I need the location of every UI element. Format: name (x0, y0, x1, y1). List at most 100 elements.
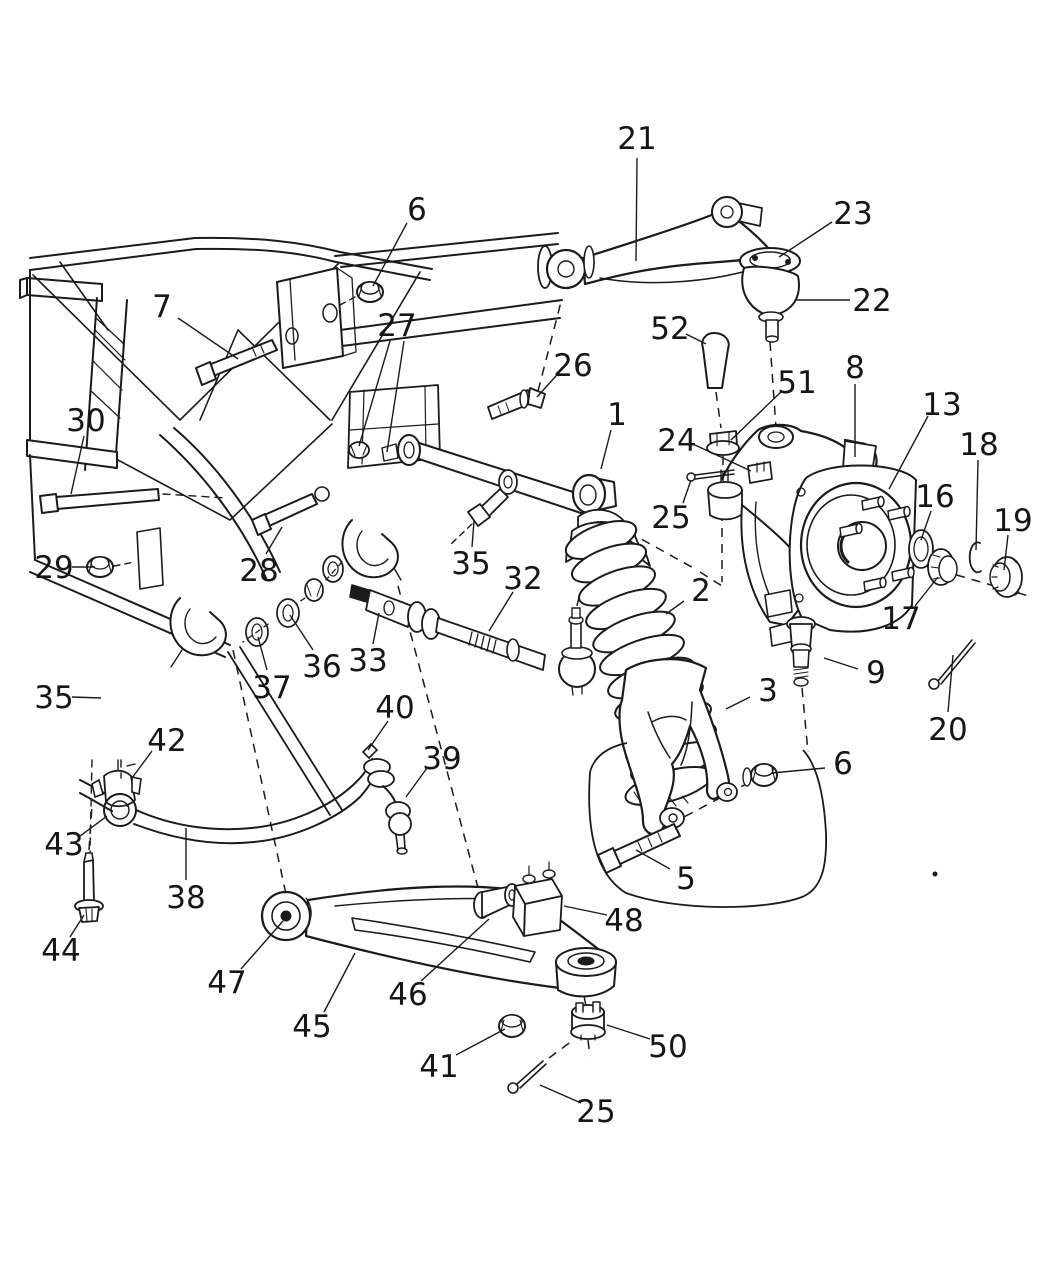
leader-line-47 (240, 920, 284, 970)
tie-rod-end-assembly (349, 584, 596, 696)
leader-line-28 (265, 526, 283, 555)
leader-line-33 (372, 612, 380, 645)
leader-line-24 (694, 444, 752, 472)
hub-13 (788, 464, 917, 633)
callout-21: 21 (617, 121, 656, 157)
callout-3: 3 (758, 673, 778, 709)
bolt-44 (74, 852, 104, 923)
callout-26: 26 (553, 348, 592, 384)
ball-joint-23 (739, 247, 801, 343)
leader-line-36 (289, 614, 314, 651)
callout-8: 8 (845, 350, 865, 386)
callout-13: 13 (922, 387, 961, 423)
callout-51: 51 (777, 365, 816, 401)
callout-48: 48 (604, 903, 643, 939)
callout-37: 37 (252, 670, 291, 706)
leader-line-52 (685, 333, 707, 345)
leader-line-25 (539, 1084, 582, 1104)
leader-line-27 (386, 340, 405, 453)
sway-bar-bushing-43 (103, 793, 137, 827)
bolt-26 (487, 387, 546, 420)
toe-cam-block-48 (512, 861, 563, 937)
callout-25: 25 (576, 1094, 615, 1130)
callout-18: 18 (959, 427, 998, 463)
nut-41 (498, 1014, 526, 1038)
leader-line-5 (635, 849, 671, 870)
callout-1: 1 (607, 397, 627, 433)
leader-line-27 (358, 340, 391, 447)
leader-line-39 (405, 767, 428, 798)
bolt-35-right (449, 469, 518, 546)
sway-bar-link-39 (361, 742, 412, 855)
callout-29: 29 (34, 550, 73, 586)
leader-line-20 (947, 654, 954, 713)
leader-line-41 (455, 1028, 506, 1056)
uca-front-bushing (537, 245, 595, 290)
callout-2: 2 (691, 573, 711, 609)
callout-6: 6 (407, 192, 427, 228)
leader-line-1 (600, 429, 612, 470)
callout-28: 28 (239, 553, 278, 589)
callout-46: 46 (388, 977, 427, 1013)
uca-rear-bushing (711, 196, 763, 228)
toe-link-inner-bushing (397, 434, 421, 466)
bolt-7 (195, 339, 278, 386)
envelope-outline (588, 742, 827, 908)
callout-6: 6 (833, 746, 853, 782)
callout-44: 44 (41, 933, 80, 969)
callout-25: 25 (651, 500, 690, 536)
callout-20: 20 (928, 712, 967, 748)
washer-16 (908, 529, 934, 569)
callout-45: 45 (292, 1009, 331, 1045)
upper-control-arm-assembly (537, 196, 801, 343)
cotter-pin-25-bottom (507, 1060, 547, 1094)
callout-41: 41 (419, 1049, 458, 1085)
callout-7: 7 (152, 289, 172, 325)
leader-line-45 (323, 952, 356, 1013)
leader-line-23 (778, 221, 833, 258)
thread-section-32 (468, 631, 497, 654)
callout-9: 9 (866, 655, 886, 691)
leader-line-44 (69, 914, 85, 938)
bolt-28 (251, 486, 330, 536)
leader-line-9 (823, 657, 859, 670)
leader-line-18 (975, 459, 979, 551)
leader-line-37 (257, 636, 268, 671)
leader-line-26 (536, 375, 557, 398)
callout-19: 19 (993, 503, 1032, 539)
leader-line-3 (725, 696, 751, 710)
leader-line-30 (70, 435, 85, 495)
callout-16: 16 (915, 479, 954, 515)
bracket-33-left (169, 597, 227, 668)
callout-32: 32 (503, 561, 542, 597)
ball-stud-9 (786, 616, 816, 687)
leader-line-35 (71, 696, 102, 699)
callout-30: 30 (66, 403, 105, 439)
callout-35: 35 (451, 546, 490, 582)
callout-43: 43 (44, 827, 83, 863)
leader-line-46 (420, 918, 490, 982)
lower-control-arm-assembly (74, 852, 617, 1094)
leader-line-21 (635, 157, 638, 262)
retainer-clip-24 (747, 461, 773, 484)
knuckle-upper-eye (758, 425, 794, 449)
callout-35: 35 (34, 680, 73, 716)
toe-link-assembly (169, 387, 599, 696)
shock-top-eye (571, 473, 617, 515)
hub-hardware (908, 529, 1023, 690)
callout-36: 36 (302, 649, 341, 685)
leader-line-43 (79, 815, 108, 837)
leader-line-17 (914, 576, 939, 607)
callout-33: 33 (348, 643, 387, 679)
nut-51 (706, 430, 740, 456)
knuckle-assembly (686, 332, 1023, 690)
leader-line-32 (488, 591, 514, 632)
leader-line-6 (372, 222, 408, 287)
knuckle-8 (707, 423, 917, 687)
leader-line-19 (1003, 534, 1009, 571)
callout-38: 38 (166, 880, 205, 916)
leader-line-40 (367, 720, 389, 751)
callout-40: 40 (375, 690, 414, 726)
callout-22: 22 (852, 283, 891, 319)
